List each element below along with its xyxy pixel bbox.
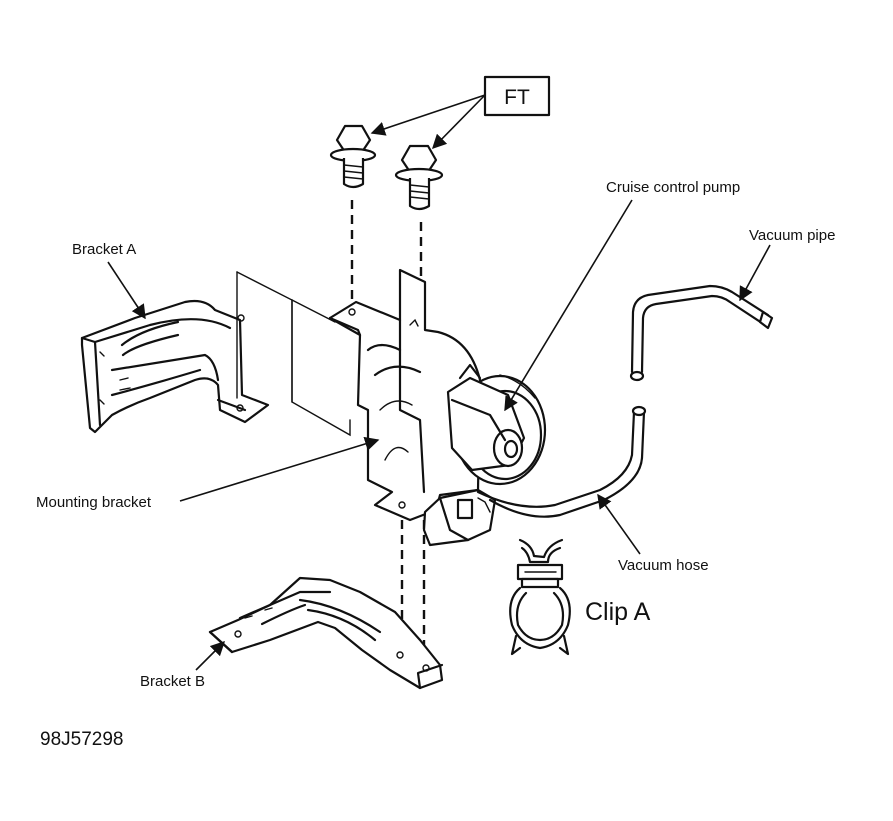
bracket-b [208,576,444,690]
cruise-control-pump-label: Cruise control pump [606,179,740,196]
clip-a [509,538,571,656]
bracket-b-label: Bracket B [140,673,205,690]
drawing-code: 98J57298 [40,729,123,750]
ft-label-group: FT [370,75,551,150]
mounting-bracket [328,268,482,522]
clip-a-label: Clip A [585,598,651,626]
bracket-a [80,299,270,434]
mounting-bracket-label: Mounting bracket [36,494,152,511]
vacuum-pipe-label: Vacuum pipe [749,227,835,244]
connector [422,488,497,547]
leader-mounting-bracket [179,436,380,502]
ft-label: FT [504,86,530,109]
bracket-a-plane [236,271,351,437]
bolt-left [329,124,377,189]
vacuum-pipe [629,284,774,382]
bracket-a-label: Bracket A [72,241,136,258]
leader-bracket-a [107,261,146,320]
bolt-right [394,144,444,211]
vacuum-hose-label: Vacuum hose [618,557,709,574]
vacuum-hose [476,405,647,518]
cruise-control-pump [446,363,547,486]
leader-bracket-b [195,640,226,671]
leader-vacuum-pipe [739,244,771,302]
leader-cruise-pump [504,199,633,412]
leader-vacuum-hose [597,493,641,555]
